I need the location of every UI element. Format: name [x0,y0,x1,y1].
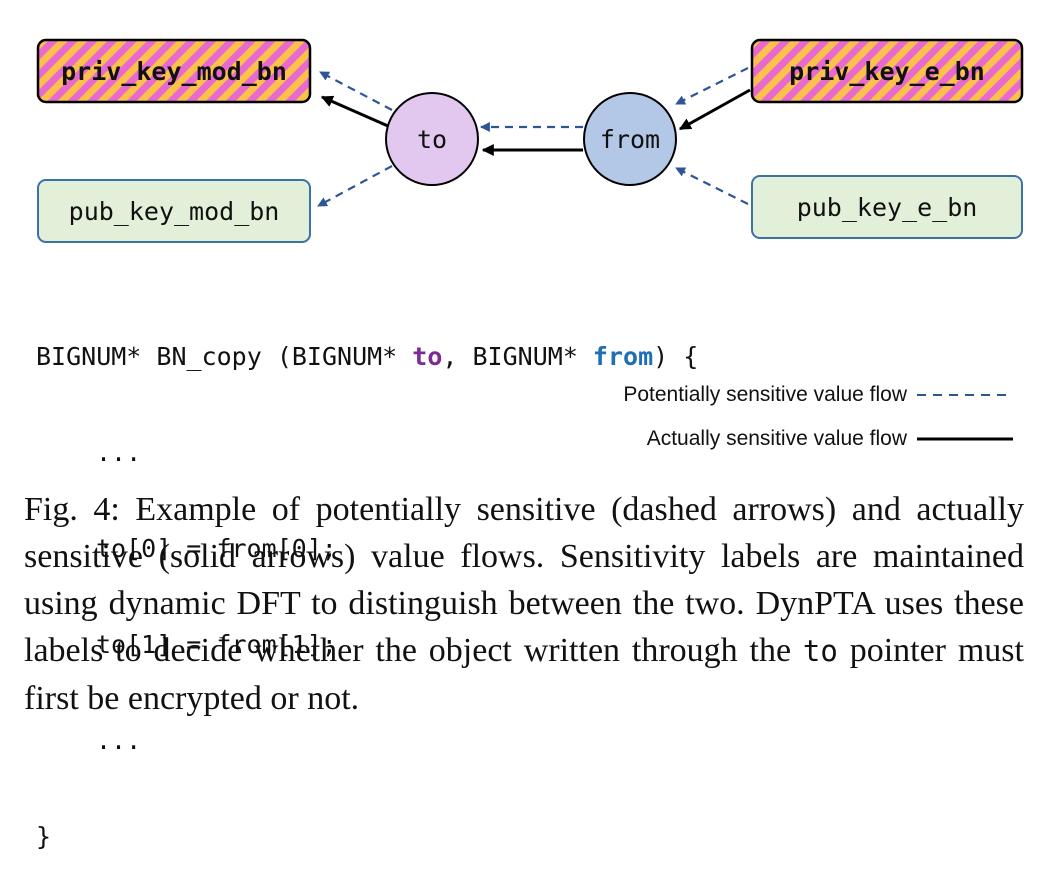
node-box [750,38,1024,104]
code-text: , BIGNUM* [442,342,593,371]
edge-to-priv-key-mod-solid [320,95,389,128]
node-label: priv_key_e_bn [789,57,985,86]
edge-pub-key-e-from-dashed [675,167,749,205]
node-label: pub_key_mod_bn [69,197,280,226]
edges [317,67,751,207]
code-line: to[1] = from[1]; [96,630,337,659]
caption-text: pointer must first be encrypted or not. [24,632,1024,717]
node-pub-key-mod-bn: pub_key_mod_bn [37,179,311,243]
node-priv-key-mod-bn: priv_key_mod_bn [36,38,312,104]
legend-item-actual: Actually sensitive value flow [500,422,1015,456]
node-label: to [417,125,447,154]
code-signature: BIGNUM* BN_copy (BIGNUM* to, BIGNUM* fro… [36,341,698,373]
code-line: to[0] = from[0]; [96,534,337,563]
code-param-to: to [412,342,443,371]
code-text: BIGNUM* BN_copy (BIGNUM* [36,342,413,371]
legend-item-potential: Potentially sensitive value flow [500,378,1015,412]
code-text: ) { [653,342,699,371]
legend-label: Potentially sensitive value flow [623,383,907,406]
node-circle [583,92,677,186]
node-from: from [583,92,677,186]
node-pub-key-e-bn: pub_key_e_bn [751,175,1023,239]
code-ellipsis: ... [96,726,142,755]
code-param-from: from [592,342,654,371]
node-box [36,38,312,104]
solid-line-icon [917,437,1013,441]
dashed-line-icon [917,394,1013,396]
legend-label: Actually sensitive value flow [646,427,907,450]
code-listing: BIGNUM* BN_copy (BIGNUM* to, BIGNUM* fro… [36,277,698,885]
node-label: from [600,125,660,154]
value-flow-diagram: priv_key_mod_bn pub_key_mod_bn priv_key_… [36,38,1024,243]
edge-to-priv-key-mod-dashed [319,71,393,111]
node-label: pub_key_e_bn [797,193,978,222]
caption-code: to [802,634,838,668]
node-box [751,175,1023,239]
legend: Potentially sensitive value flow Actuall… [500,378,1015,456]
node-circle [385,92,479,186]
code-close-brace: } [36,822,52,851]
code-ellipsis: ... [96,438,142,467]
node-label: priv_key_mod_bn [61,57,287,86]
caption-text: Fig. 4: Example of potentially sensitive… [24,491,1024,669]
node-priv-key-e-bn: priv_key_e_bn [750,38,1024,104]
node-to: to [385,92,479,186]
edge-to-pub-key-mod-dashed [317,165,393,207]
edge-priv-key-e-from-solid [678,88,751,131]
node-box [37,179,311,243]
figure-caption: Fig. 4: Example of potentially sensitive… [24,486,1024,722]
